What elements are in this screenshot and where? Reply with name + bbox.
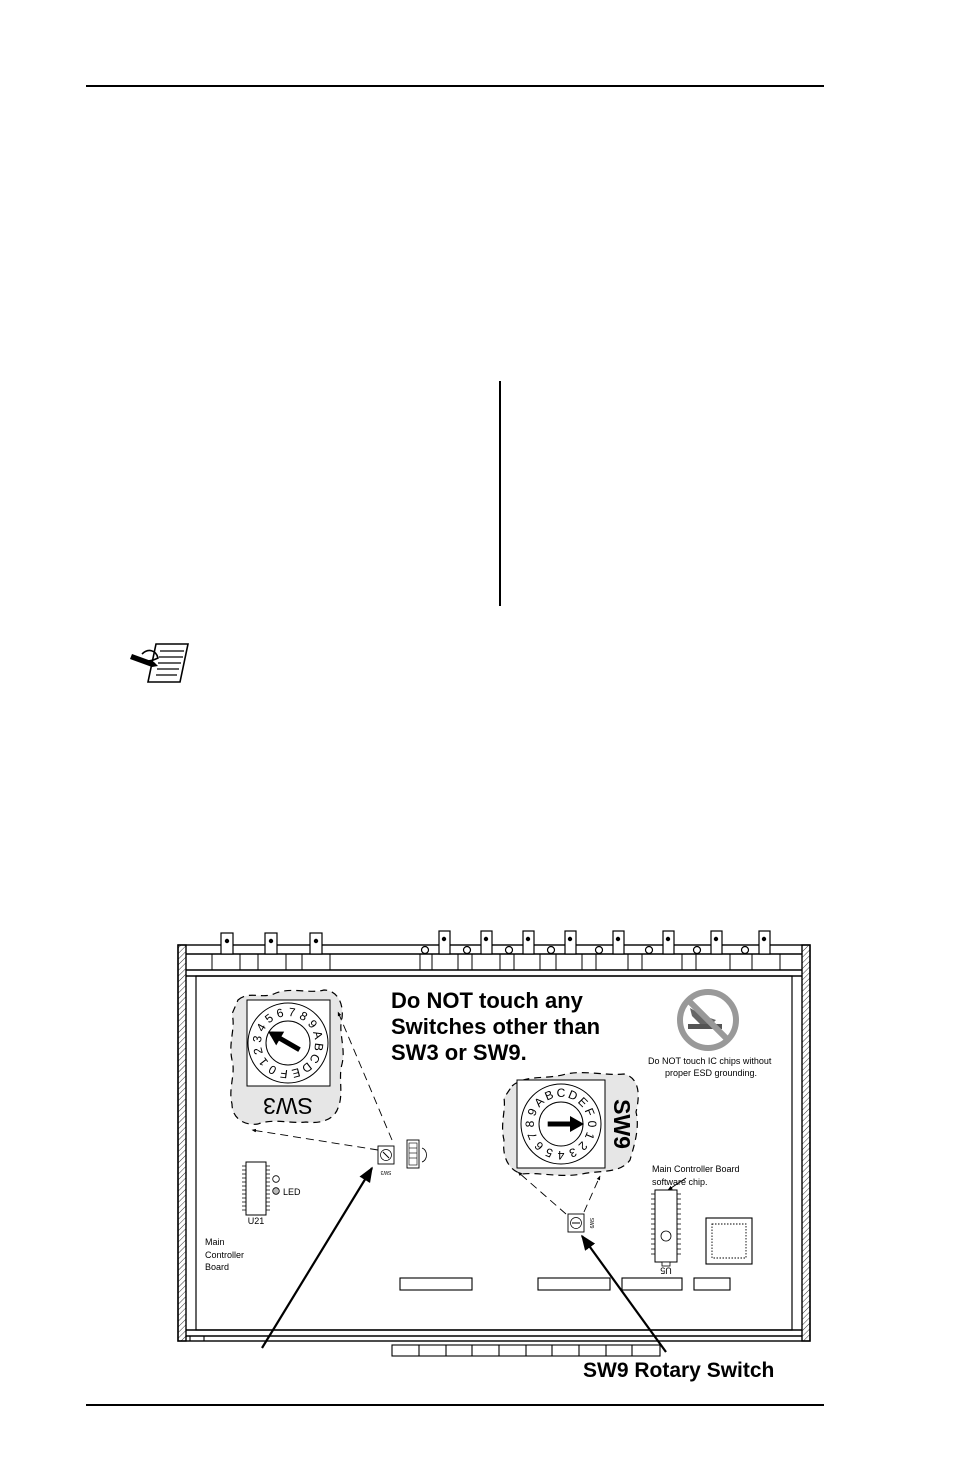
dial-character: A [310, 1029, 326, 1040]
bottom-rule [86, 1404, 824, 1406]
no-touch-esd-icon [677, 989, 739, 1051]
sw9-label: SW9 [609, 1099, 635, 1149]
warning-heading: Do NOT touch any Switches other than SW3… [391, 988, 606, 1065]
u5-label: U5 [660, 1266, 672, 1276]
dial-character: F [279, 1066, 288, 1081]
dial-character: E [290, 1065, 301, 1081]
dial-character: 7 [525, 1130, 541, 1142]
dial-character: 4 [557, 1148, 564, 1162]
dial-character: 2 [250, 1046, 265, 1056]
dial-character: 6 [275, 1005, 285, 1020]
top-rule [86, 85, 824, 87]
dial-character: 0 [585, 1121, 599, 1128]
dial-character: B [311, 1042, 326, 1052]
top-connector-strip [211, 954, 781, 970]
u21-chip [242, 1161, 270, 1216]
note-pencil-icon [130, 643, 189, 683]
dial-character: 3 [567, 1145, 579, 1161]
u21-label: U21 [248, 1216, 265, 1226]
dial-character: 8 [523, 1120, 537, 1127]
sw9-callout-arrow [581, 1234, 667, 1353]
bottom-connectors [189, 1277, 731, 1357]
dial-character: 1 [582, 1130, 598, 1142]
sw3-label: SW3 [263, 1093, 313, 1119]
u5-software-chip [651, 1189, 681, 1267]
board-label: Main Controller Board [205, 1237, 247, 1272]
led-indicator [272, 1187, 280, 1195]
svg-text:SW9: SW9 [588, 1218, 594, 1229]
dial-character: 9 [525, 1106, 541, 1118]
dial-arrow-head [268, 1031, 285, 1046]
small-sw9-switch: SW9 [567, 1213, 594, 1233]
dial-character: 3 [250, 1034, 265, 1043]
software-chip-arrow [667, 1177, 687, 1191]
dial-character: C [557, 1086, 566, 1100]
sw3-callout-arrow [261, 1166, 373, 1349]
chassis-outline [177, 944, 811, 1342]
dial-arrow-head [570, 1116, 584, 1132]
led-label: LED [283, 1187, 301, 1197]
terminal-tabs [220, 930, 771, 955]
svg-text:SW3: SW3 [380, 1169, 391, 1175]
dip-switch-block [406, 1139, 427, 1169]
small-sw3-switch: SW3 [377, 1145, 395, 1175]
plcc-chip [705, 1217, 753, 1265]
esd-caption: Do NOT touch IC chips without proper ESD… [648, 1056, 774, 1078]
led-indicator-upper [272, 1175, 280, 1183]
dial-character: 5 [543, 1145, 555, 1161]
sw3-projection-lines [251, 1011, 393, 1151]
column-divider [499, 381, 501, 606]
sw9-callout-label: SW9 Rotary Switch [583, 1359, 774, 1382]
dial-character: 7 [288, 1005, 297, 1020]
software-chip-label: Main Controller Board software chip. [652, 1164, 742, 1187]
sw9-projection-lines [517, 1171, 601, 1215]
